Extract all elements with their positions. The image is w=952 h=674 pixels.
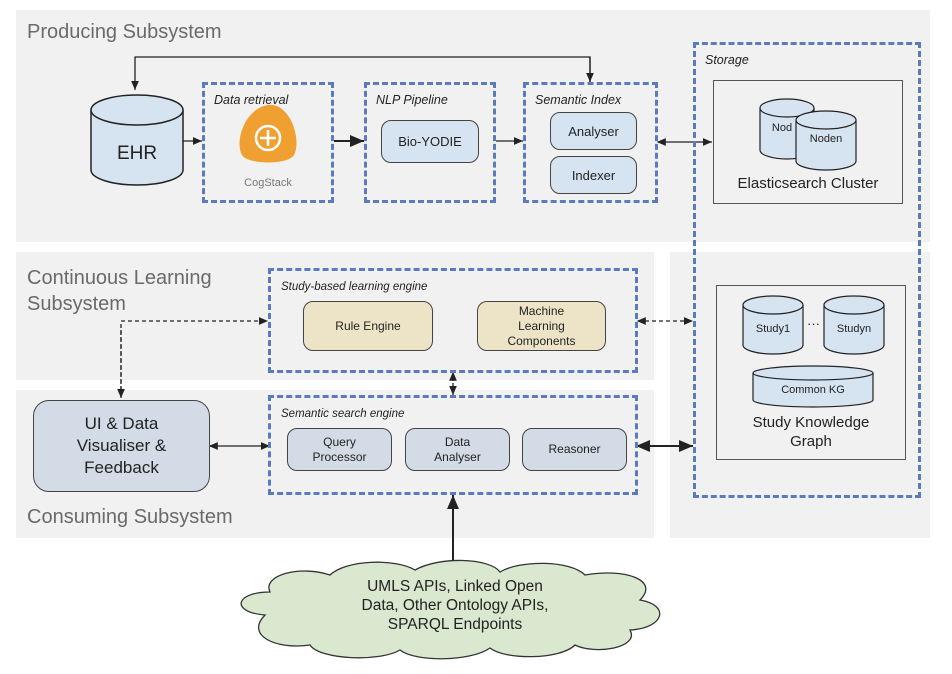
- bio-yodie-box[interactable]: Bio-YODIE: [381, 120, 479, 163]
- ui-visualiser-box[interactable]: UI & Data Visualiser & Feedback: [33, 400, 210, 492]
- data-analyser-box[interactable]: Data Analyser: [405, 428, 510, 471]
- nlp-pipeline-title: NLP Pipeline: [376, 93, 448, 107]
- producing-subsystem-title: Producing Subsystem: [27, 21, 222, 43]
- external-apis-label: UMLS APIs, Linked Open Data, Other Ontol…: [361, 578, 549, 633]
- analyser-box[interactable]: Analyser: [550, 112, 637, 150]
- data-retrieval-group[interactable]: [202, 82, 334, 203]
- es-node-1-label: Nod: [771, 122, 793, 134]
- elasticsearch-cluster-label: Elasticsearch Cluster: [737, 175, 879, 192]
- rule-engine-box[interactable]: Rule Engine: [303, 301, 433, 351]
- semantic-search-engine-title: Semantic search engine: [281, 408, 405, 420]
- consuming-subsystem-title: Consuming Subsystem: [27, 506, 233, 528]
- query-processor-box[interactable]: Query Processor: [287, 428, 392, 471]
- ml-components-box[interactable]: Machine Learning Components: [477, 301, 606, 351]
- data-retrieval-title: Data retrieval: [214, 93, 289, 107]
- semantic-index-title: Semantic Index: [535, 93, 622, 107]
- semantic-search-engine-group[interactable]: [268, 395, 638, 495]
- storage-title: Storage: [705, 53, 749, 67]
- study-ellipsis: ···: [807, 316, 820, 331]
- semantic-index-group[interactable]: [523, 82, 658, 203]
- es-node-n-label: Noden: [809, 133, 843, 145]
- common-kg-label: Common KG: [781, 384, 845, 396]
- ehr-label: EHR: [116, 143, 158, 164]
- indexer-box[interactable]: Indexer: [550, 156, 637, 194]
- reasoner-box[interactable]: Reasoner: [522, 428, 627, 471]
- nlp-pipeline-group[interactable]: [364, 82, 496, 203]
- study-knowledge-graph-box[interactable]: [716, 285, 906, 460]
- study-1-label: Study1: [755, 323, 791, 335]
- study-knowledge-graph-label: Study Knowledge Graph: [752, 414, 870, 450]
- study-n-label: Studyn: [836, 323, 872, 335]
- study-learning-engine-title: Study-based learning engine: [281, 281, 428, 293]
- study-learning-engine-group[interactable]: [268, 268, 638, 373]
- storage-group[interactable]: [693, 42, 921, 498]
- cogstack-label: CogStack: [244, 177, 292, 189]
- elasticsearch-cluster-box[interactable]: [713, 80, 903, 204]
- continuous-learning-title: Continuous Learning Subsystem: [27, 267, 212, 315]
